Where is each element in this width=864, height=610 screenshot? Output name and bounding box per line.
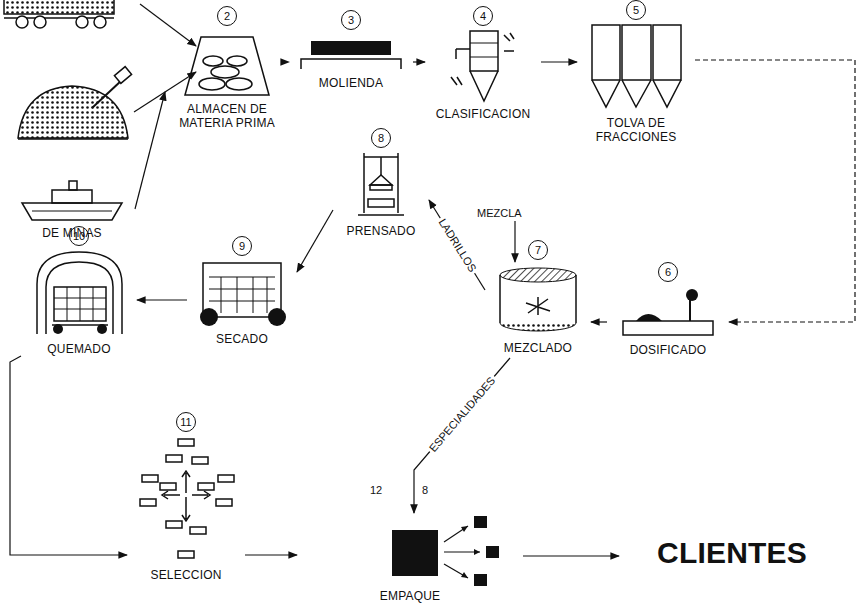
step-label: EMPAQUE bbox=[300, 589, 520, 603]
callout-number: 8 bbox=[420, 484, 430, 497]
input-arrows bbox=[134, 4, 515, 262]
clasif-illustration bbox=[448, 29, 518, 104]
quemado-illustration bbox=[32, 249, 127, 339]
truck-illustration bbox=[4, 0, 114, 28]
flow-arrow bbox=[523, 555, 619, 556]
flow-arrow bbox=[297, 210, 333, 272]
press-illustration bbox=[356, 151, 406, 221]
kiln-step: 10QUEMADO bbox=[24, 226, 134, 356]
flow-arrow bbox=[135, 92, 165, 209]
step-label: SELECCION bbox=[130, 568, 242, 582]
step-label: PRENSADO bbox=[336, 224, 426, 238]
callout-number: 2 bbox=[217, 6, 237, 26]
callout-number: 8 bbox=[371, 128, 391, 148]
storage-step: 2ALMACEN DE MATERIA PRIMA bbox=[168, 6, 286, 130]
callout-number: 10 bbox=[69, 226, 89, 246]
step-label: CLIENTES bbox=[622, 531, 842, 575]
flow-arrow bbox=[413, 61, 425, 62]
ore-pile-illustration bbox=[18, 67, 132, 139]
step-label: ALMACEN DE MATERIA PRIMA bbox=[168, 102, 286, 130]
flow-arrow bbox=[695, 60, 855, 322]
pressing-step: 8PRENSADO bbox=[336, 128, 426, 238]
callout-number: 12 bbox=[368, 484, 384, 497]
ship-illustration bbox=[17, 178, 127, 223]
dosif-illustration bbox=[618, 285, 718, 340]
molienda-illustration bbox=[296, 33, 406, 73]
tolva-illustration bbox=[589, 23, 684, 113]
flow-arrow bbox=[137, 299, 187, 300]
step-label: DE MINAS bbox=[12, 226, 132, 240]
mezcl-illustration bbox=[496, 263, 581, 338]
drying-step: 9SECADO bbox=[190, 236, 294, 346]
flow-arrow bbox=[414, 358, 510, 513]
flow-arrow bbox=[245, 554, 297, 555]
secado-illustration bbox=[197, 259, 287, 329]
dosing-step: 6DOSIFICADO bbox=[610, 262, 726, 357]
source-ship: DE MINAS bbox=[12, 178, 132, 240]
packing-step: EMPAQUE bbox=[300, 516, 520, 603]
flow-arrow bbox=[10, 356, 127, 555]
hopper-step: 5TOLVA DE FRACCIONES bbox=[580, 0, 692, 144]
callout-number: 6 bbox=[658, 262, 678, 282]
edge-label: LADRILLOS bbox=[434, 214, 479, 276]
step-label: QUEMADO bbox=[24, 342, 134, 356]
classifier-step: 4CLASIFICACION bbox=[428, 6, 538, 121]
customers-box: CLIENTES bbox=[622, 528, 842, 575]
empaque-illustration bbox=[300, 516, 520, 586]
callout-number: 3 bbox=[341, 10, 361, 30]
step-label: MOLIENDA bbox=[292, 76, 410, 90]
step-label: TOLVA DE FRACCIONES bbox=[580, 116, 692, 144]
mixing-step: 7MEZCLADO bbox=[488, 240, 588, 355]
callout-number: 11 bbox=[176, 412, 196, 432]
callout-number: 4 bbox=[473, 6, 493, 26]
input-label: MEZCLA bbox=[475, 207, 524, 220]
callout-number: 5 bbox=[626, 0, 646, 20]
seleccion-illustration bbox=[136, 435, 236, 565]
callout-number: 9 bbox=[232, 236, 252, 256]
step-label: DOSIFICADO bbox=[610, 343, 726, 357]
step-label: SECADO bbox=[190, 332, 294, 346]
step-label: MEZCLADO bbox=[488, 341, 588, 355]
callout-number: 7 bbox=[528, 240, 548, 260]
flow-arrow bbox=[541, 61, 577, 62]
step-label: CLASIFICACION bbox=[428, 107, 538, 121]
flow-arrow bbox=[591, 321, 607, 322]
almacen-illustration bbox=[177, 29, 277, 99]
grinding-step: 3MOLIENDA bbox=[292, 10, 410, 90]
sorting-step: 11SELECCION bbox=[130, 412, 242, 582]
edge-label: ESPECIALIDADES bbox=[425, 372, 499, 455]
